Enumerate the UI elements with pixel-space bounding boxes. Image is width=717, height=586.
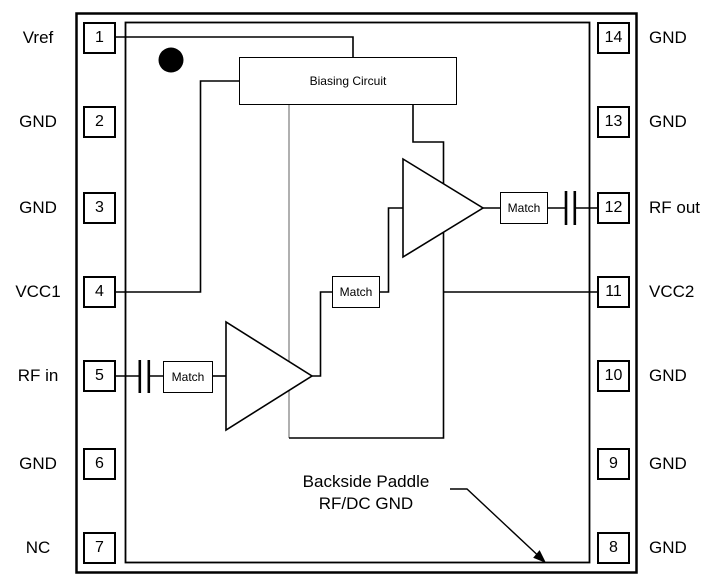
pin-box-12: 12 <box>597 192 630 224</box>
pin-box-1: 1 <box>83 22 116 54</box>
pin-label-vref: Vref <box>22 28 54 47</box>
pin-number-11: 11 <box>605 283 622 300</box>
pin-number-12: 12 <box>604 199 623 216</box>
pin-box-11: 11 <box>597 276 630 308</box>
match-to-amp2-wire <box>380 207 403 293</box>
pin-box-13: 13 <box>597 106 630 138</box>
pin-label-gnd-10: GND <box>649 366 687 385</box>
vcc1-wire <box>115 80 239 293</box>
pin-box-9: 9 <box>597 448 630 480</box>
bias-output-feedback-wire <box>289 105 445 439</box>
paddle-leader-line <box>450 488 538 556</box>
match-block-output: Match <box>500 192 548 224</box>
pin-number-2: 2 <box>95 113 104 130</box>
pin-label-vcc2: VCC2 <box>649 282 695 301</box>
amp1-to-match-wire <box>312 291 332 377</box>
pin-box-4: 4 <box>83 276 116 308</box>
vref-wire <box>115 36 354 58</box>
biasing-circuit-block: Biasing Circuit <box>239 57 457 105</box>
pin-label-rf-in: RF in <box>17 366 59 385</box>
backside-paddle-annotation: Backside Paddle RF/DC GND <box>266 471 466 515</box>
pin-label-gnd-3: GND <box>19 198 57 217</box>
pin-box-7: 7 <box>83 532 116 564</box>
pin-label-gnd-13: GND <box>649 112 687 131</box>
pin-label-gnd-14: GND <box>649 28 687 47</box>
biasing-circuit-label: Biasing Circuit <box>309 74 387 88</box>
amplifier-1-triangle <box>225 320 314 432</box>
pin-label-vcc1: VCC1 <box>15 282 61 301</box>
backside-paddle-line1: Backside Paddle <box>302 472 430 491</box>
match-block-interstage: Match <box>332 276 380 308</box>
match-block-input: Match <box>163 361 213 393</box>
pin-label-gnd-6: GND <box>19 454 57 473</box>
pin-label-gnd-8: GND <box>649 538 687 557</box>
pin-number-7: 7 <box>95 539 104 556</box>
pin-label-rf-out: RF out <box>649 198 701 217</box>
pin-number-14: 14 <box>604 29 623 46</box>
pin-box-14: 14 <box>597 22 630 54</box>
pin-number-8: 8 <box>609 539 618 556</box>
backside-paddle-line2: RF/DC GND <box>318 494 414 513</box>
pin-label-nc: NC <box>25 538 51 557</box>
pin-number-10: 10 <box>604 367 623 384</box>
pin-label-gnd-2: GND <box>19 112 57 131</box>
pin-label-gnd-9: GND <box>649 454 687 473</box>
match-input-label: Match <box>171 370 205 384</box>
pin-number-13: 13 <box>604 113 623 130</box>
paddle-leader-arrowhead <box>533 550 547 563</box>
pin-number-6: 6 <box>95 455 104 472</box>
pin-box-6: 6 <box>83 448 116 480</box>
pin-number-4: 4 <box>95 283 104 300</box>
pin-box-8: 8 <box>597 532 630 564</box>
input-capacitor <box>138 360 151 393</box>
amplifier-2-triangle <box>402 157 485 259</box>
pin-number-9: 9 <box>609 455 618 472</box>
output-capacitor <box>564 191 577 225</box>
pin-number-1: 1 <box>95 29 104 46</box>
pin-number-3: 3 <box>95 199 104 216</box>
package-outline <box>75 12 638 574</box>
pin-box-2: 2 <box>83 106 116 138</box>
pin-box-5: 5 <box>83 360 116 392</box>
pin-number-5: 5 <box>95 367 104 384</box>
match-interstage-label: Match <box>339 285 373 299</box>
match-output-label: Match <box>507 201 541 215</box>
pin1-indicator-dot <box>158 47 184 73</box>
pin-box-10: 10 <box>597 360 630 392</box>
pin-box-3: 3 <box>83 192 116 224</box>
